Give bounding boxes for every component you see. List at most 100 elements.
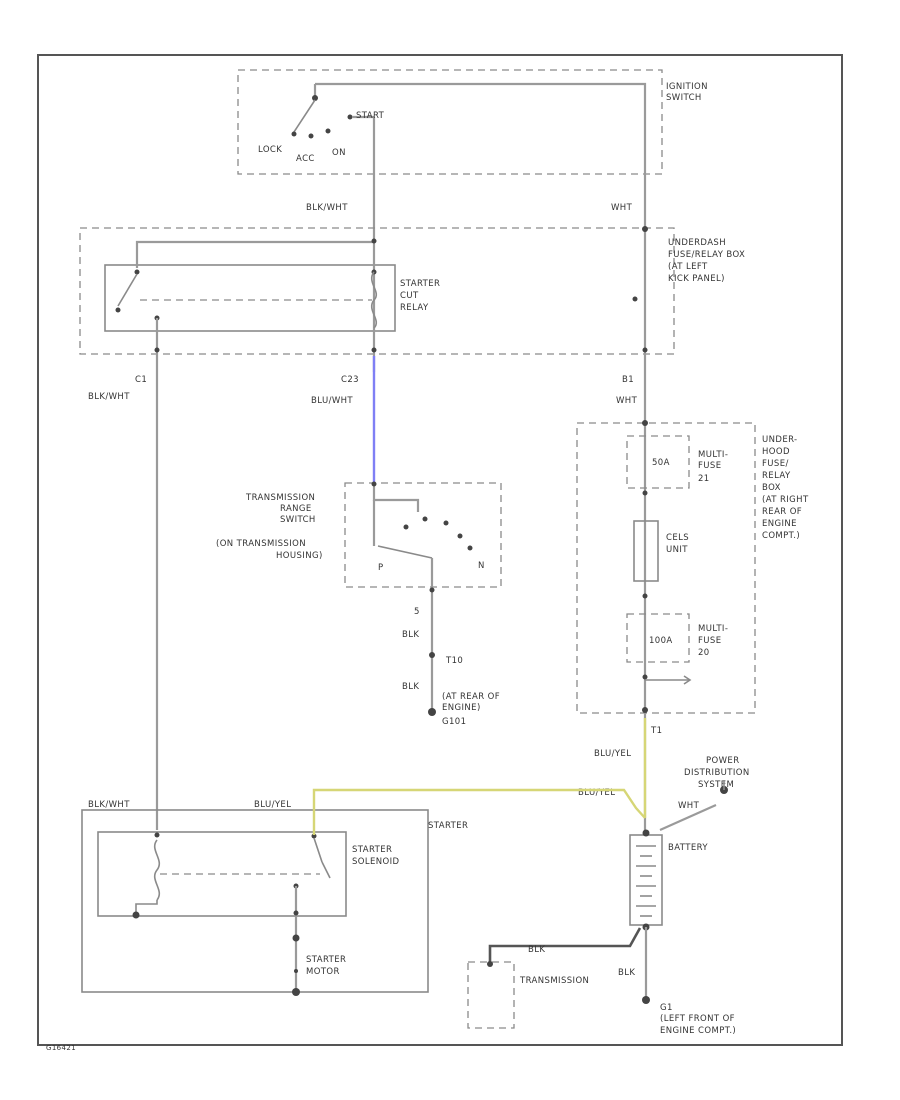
g101-label-1: (AT REAR OF [442, 692, 500, 702]
starter-label: STARTER [428, 821, 468, 831]
underdash-label-3: (AT LEFT [668, 262, 708, 272]
on-label: ON [332, 148, 346, 158]
g1-label-3: ENGINE COMPT.) [660, 1026, 736, 1036]
starter-solenoid-label-1: STARTER [352, 845, 392, 855]
underdash-fuse-relay-box: STARTER CUT RELAY UNDERDASH FUSE/RELAY B… [79, 226, 745, 830]
blu-yel-wire [312, 788, 646, 835]
solenoid-coil [153, 839, 161, 901]
wire-color-blu-yel-right: BLU/YEL [594, 749, 631, 759]
wire-color-blk-wht-starter: BLK/WHT [88, 800, 130, 810]
underhood-label-1: UNDER- [762, 435, 798, 445]
fuse-21-label-3: 21 [698, 474, 710, 484]
relay-contact-arm [117, 273, 138, 307]
underhood-label-3: FUSE/ [762, 459, 789, 469]
underdash-box-outline [79, 227, 675, 355]
fuse-21-label-1: MULTI- [698, 450, 728, 460]
transmission-box [467, 961, 515, 1029]
starter-cut-relay-label-3: RELAY [400, 303, 429, 313]
underhood-box-outline [576, 422, 756, 714]
wire-color-blk-1: BLK [402, 630, 419, 640]
wire-color-blu-wht: BLU/WHT [311, 396, 353, 406]
connector-b1: B1 [622, 375, 634, 385]
starter-motor-label-2: MOTOR [306, 967, 340, 977]
underhood-fuse-relay-box: 50A MULTI- FUSE 21 CELS UNIT 100A MULTI-… [576, 420, 809, 835]
fuse-21-amp: 50A [652, 458, 670, 468]
acc-label: ACC [296, 154, 315, 164]
fuse-20-label-1: MULTI- [698, 624, 728, 634]
wire-color-blk-bottom: BLK [618, 968, 635, 978]
underhood-label-6: (AT RIGHT [762, 495, 809, 505]
trs-pin-5: 5 [414, 607, 420, 617]
cels-unit [633, 520, 659, 582]
underdash-label-4: KICK PANEL) [668, 274, 725, 284]
battery: BATTERY [629, 829, 708, 931]
wire-color-blu-yel-mid: BLU/YEL [578, 788, 615, 798]
underhood-label-7: REAR OF [762, 507, 802, 517]
transmission-label: TRANSMISSION [519, 976, 589, 986]
trs-label-1: TRANSMISSION [245, 493, 315, 503]
connector-t10: T10 [445, 656, 463, 666]
diagram-frame [37, 54, 843, 1046]
cels-label-1: CELS [666, 533, 689, 543]
multi-fuse-20 [626, 613, 690, 663]
power-dist-label-2: DISTRIBUTION [684, 768, 750, 778]
trs-position-p: P [378, 563, 384, 573]
wire-color-blk-bottom-2: BLK [528, 945, 545, 955]
ignition-feed-wire [315, 82, 647, 175]
underdash-label-2: FUSE/RELAY BOX [668, 250, 745, 260]
ignition-contact-arm [293, 99, 316, 133]
trs-label-3: SWITCH [280, 515, 316, 525]
g101-label-3: G101 [442, 717, 466, 727]
trs-label-4: (ON TRANSMISSION [216, 539, 306, 549]
g101-label-2: ENGINE) [442, 703, 481, 713]
underhood-label-8: ENGINE [762, 519, 797, 529]
wire-color-blk-wht-top: BLK/WHT [306, 203, 348, 213]
connector-c23: C23 [341, 375, 359, 385]
ignition-switch-label-1: IGNITION [666, 82, 708, 92]
connector-c1: C1 [135, 375, 147, 385]
underhood-label-4: RELAY [762, 471, 791, 481]
starter-cut-relay-label-2: CUT [400, 291, 419, 301]
starter: BLK/WHT BLU/YEL BLU/YEL STARTER STARTER … [81, 788, 615, 996]
power-dist-label-3: SYSTEM [698, 780, 734, 790]
trs-contact-arm [377, 545, 433, 559]
fuse-21-label-2: FUSE [698, 461, 721, 471]
underdash-label-1: UNDERDASH [668, 238, 726, 248]
wire-color-blk-2: BLK [402, 682, 419, 692]
starter-cut-relay-box [104, 264, 396, 332]
starter-motor-label-1: STARTER [306, 955, 346, 965]
battery-label: BATTERY [668, 843, 708, 853]
g1-label-2: (LEFT FRONT OF [660, 1014, 735, 1024]
ground-g101 [428, 708, 436, 716]
transmission-ground-strap [488, 927, 642, 962]
trs-position-n: N [478, 561, 485, 571]
g1-label-1: G1 [660, 1003, 673, 1013]
wire-color-blk-wht-left: BLK/WHT [88, 392, 130, 402]
starter-motor-ground [292, 988, 300, 996]
multi-fuse-21 [626, 435, 690, 489]
trs-label-2: RANGE [280, 504, 312, 514]
underhood-label-5: BOX [762, 483, 781, 493]
underhood-label-2: HOOD [762, 447, 790, 457]
ignition-switch-label-2: SWITCH [666, 93, 702, 103]
trs-box [344, 482, 502, 588]
starter-cut-relay-label-1: STARTER [400, 279, 440, 289]
fuse-20-label-2: FUSE [698, 636, 721, 646]
underhood-label-9: COMPT.) [762, 531, 800, 541]
ignition-switch: LOCK ACC ON START IGNITION SWITCH [237, 69, 708, 232]
wire-color-wht-mid: WHT [616, 396, 638, 406]
cels-label-2: UNIT [666, 545, 688, 555]
wire-color-wht-top: WHT [611, 203, 633, 213]
power-dist-label-1: POWER [706, 756, 740, 766]
relay-coil [370, 271, 378, 329]
lock-label: LOCK [258, 145, 282, 155]
fuse-20-amp: 100A [649, 636, 673, 646]
diagram-id: G16421 [46, 1044, 76, 1052]
transmission-range-switch: P N 5 TRANSMISSION RANGE SWITCH (ON TRAN… [216, 481, 502, 727]
connector-t1: T1 [650, 726, 662, 736]
trs-label-5: HOUSING) [276, 551, 323, 561]
starter-solenoid-box [97, 831, 347, 917]
wire-color-blu-yel-starter: BLU/YEL [254, 800, 291, 810]
starter-solenoid-label-2: SOLENOID [352, 857, 400, 867]
